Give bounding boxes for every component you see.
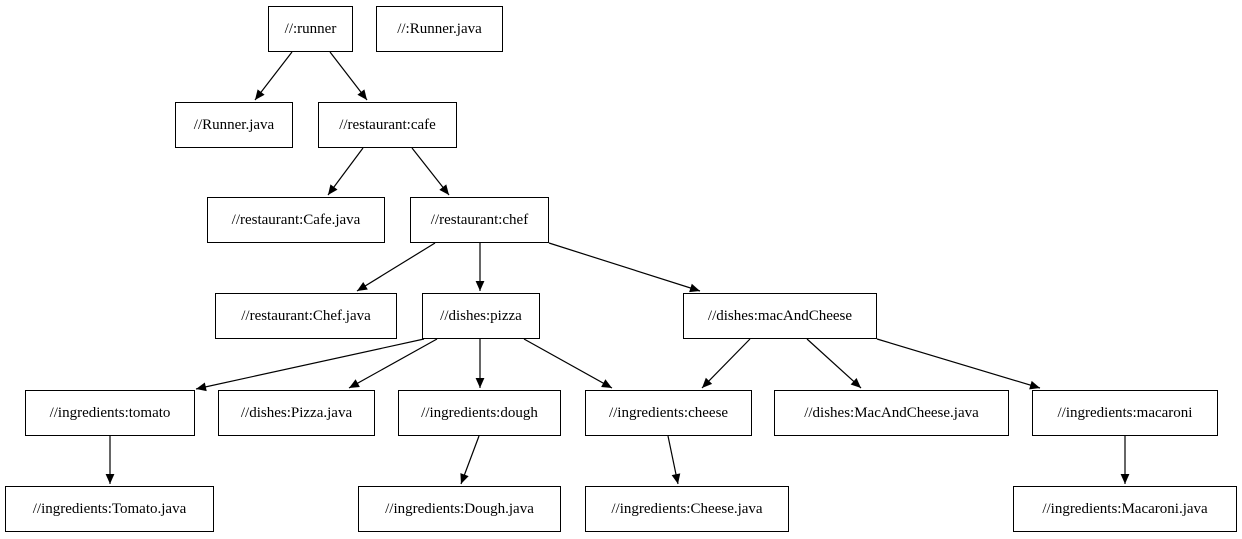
graph-node-cheese-java: //ingredients:Cheese.java [585,486,789,532]
graph-node-label-dough: //ingredients:dough [421,404,538,421]
graph-node-label-runner-java: //Runner.java [193,116,275,133]
graph-node-label-cheese: //ingredients:cheese [608,404,729,421]
graph-node-mac-and-cheese: //dishes:macAndCheese [683,293,877,339]
edge-cafe-to-cafe-java [327,147,364,196]
graph-node-cafe-java: //restaurant:Cafe.java [207,197,385,243]
graph-node-chef: //restaurant:chef [410,197,549,243]
edge-dough-to-dough-java [460,435,480,485]
graph-node-label-macaroni-java: //ingredients:Macaroni.java [1042,500,1208,517]
graph-node-macaroni: //ingredients:macaroni [1032,390,1218,436]
edge-pizza-to-tomato [195,338,425,392]
edge-pizza-to-pizza-java [348,338,438,389]
graph-node-cafe: //restaurant:cafe [318,102,457,148]
graph-node-runner: //:runner [268,6,353,52]
edge-mac-and-cheese-to-cheese [701,338,751,389]
graph-node-chef-java: //restaurant:Chef.java [215,293,397,339]
edge-cheese-to-cheese-java [667,435,681,485]
edge-chef-to-chef-java [356,242,436,292]
graph-node-label-dough-java: //ingredients:Dough.java [385,500,534,517]
graph-node-tomato: //ingredients:tomato [25,390,195,436]
graph-node-label-macaroni: //ingredients:macaroni [1057,404,1193,421]
graph-node-label-chef: //restaurant:chef [430,211,529,228]
edge-chef-to-mac-and-cheese [548,242,701,293]
graph-node-label-cheese-java: //ingredients:Cheese.java [611,500,763,517]
graph-node-label-pizza-java: //dishes:Pizza.java [240,404,353,421]
graph-node-label-mac-and-cheese-java: //dishes:MacAndCheese.java [804,404,979,421]
edge-pizza-to-cheese [523,338,613,389]
edge-mac-and-cheese-to-macaroni [876,338,1041,390]
graph-node-label-tomato: //ingredients:tomato [49,404,171,421]
edge-mac-and-cheese-to-mac-and-cheese-java [806,338,862,389]
graph-node-mac-and-cheese-java: //dishes:MacAndCheese.java [774,390,1009,436]
graph-node-macaroni-java: //ingredients:Macaroni.java [1013,486,1237,532]
graph-node-label-runner-java-isolated: //:Runner.java [397,20,482,37]
graph-node-label-cafe: //restaurant:cafe [339,116,436,133]
edge-runner-to-runner-java [254,51,293,101]
graph-node-pizza-java: //dishes:Pizza.java [218,390,375,436]
graph-node-label-chef-java: //restaurant:Chef.java [241,307,371,324]
edge-cafe-to-chef [411,147,450,196]
graph-node-runner-java-isolated: //:Runner.java [376,6,503,52]
graph-node-dough-java: //ingredients:Dough.java [358,486,561,532]
graph-node-label-mac-and-cheese: //dishes:macAndCheese [707,307,853,324]
graph-node-label-cafe-java: //restaurant:Cafe.java [231,211,361,228]
graph-node-dough: //ingredients:dough [398,390,561,436]
graph-node-label-runner: //:runner [284,20,337,37]
graph-node-label-tomato-java: //ingredients:Tomato.java [32,500,187,517]
graph-node-runner-java: //Runner.java [175,102,293,148]
graph-node-tomato-java: //ingredients:Tomato.java [5,486,214,532]
graph-node-pizza: //dishes:pizza [422,293,540,339]
graph-node-cheese: //ingredients:cheese [585,390,752,436]
edge-runner-to-cafe [329,51,368,101]
graph-node-label-pizza: //dishes:pizza [440,307,522,324]
